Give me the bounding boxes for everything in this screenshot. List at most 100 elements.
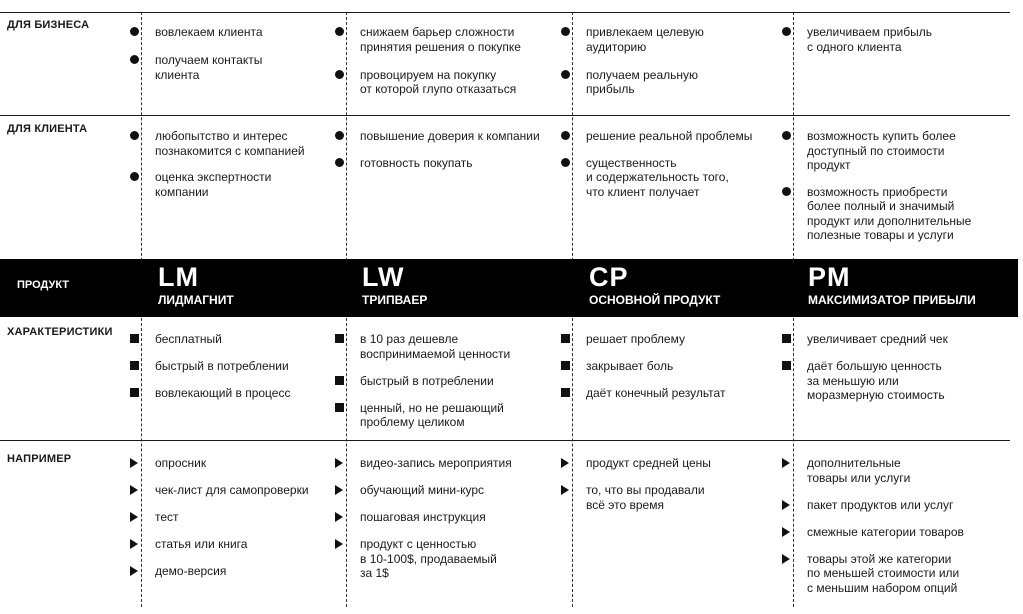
- list-item-text: решает проблему: [586, 332, 685, 346]
- list-item-text: в 10 раз дешевле: [360, 332, 459, 346]
- list-item-text: возможность приобрести: [807, 184, 948, 199]
- row-label-client: ДЛЯ КЛИЕНТА: [7, 123, 88, 135]
- examples-cell-lw: видео-запись мероприятия обучающий мини-к…: [335, 456, 547, 581]
- bullet-square-icon: [335, 375, 344, 385]
- bullet-square-icon: [561, 388, 570, 397]
- bullet-dot-icon: [130, 27, 139, 36]
- list-item: продукт средней цены: [561, 456, 773, 471]
- bullet-triangle-icon: [782, 499, 790, 510]
- bullet-dot-icon: [782, 27, 791, 36]
- list-item-text: тест: [155, 510, 179, 524]
- bullet-dot-icon: [561, 27, 570, 36]
- list-item-text: чек-лист для самопроверки: [155, 483, 309, 497]
- bullet-square-icon: [130, 334, 139, 343]
- product-name-lw: ТРИПВАЕР: [362, 293, 428, 307]
- product-name-lm: ЛИДМАГНИТ: [158, 293, 234, 307]
- list-item-text: получаем контакты: [155, 53, 263, 67]
- features-cell-cp: решает проблему закрывает боль даёт конечн…: [561, 332, 773, 401]
- list-item-text: закрывает боль: [586, 359, 674, 373]
- bullet-triangle-icon: [782, 526, 790, 537]
- list-item-text: возможность купить более: [807, 129, 956, 143]
- bullet-dot-icon: [782, 131, 791, 140]
- list-item-text: оценка экспертности: [155, 170, 272, 184]
- list-item-text: в 10-100$, продаваемый: [360, 551, 497, 566]
- list-item-text: с меньшим набором опций: [807, 580, 958, 595]
- list-item: видео-запись мероприятия: [335, 456, 547, 471]
- bullet-square-icon: [561, 361, 570, 370]
- bullet-dot-icon: [130, 131, 139, 140]
- bullet-dot-icon: [782, 186, 791, 196]
- client-cell-lw: повышение доверия к компании готовность п…: [335, 129, 547, 171]
- list-item: готовность покупать: [335, 156, 547, 171]
- list-item-text: продукт или дополнительные: [807, 213, 972, 228]
- row-label-examples: НАПРИМЕР: [7, 453, 72, 465]
- bullet-dot-icon: [130, 55, 139, 64]
- list-item-text: познакомится с компанией: [155, 143, 305, 158]
- bullet-triangle-icon: [561, 458, 569, 468]
- bullet-triangle-icon: [130, 458, 138, 468]
- list-item: смежные категории товаров: [782, 525, 994, 540]
- list-item: вовлекаем клиента: [130, 25, 342, 40]
- bullet-triangle-icon: [335, 512, 343, 522]
- bullet-dot-icon: [335, 69, 344, 79]
- list-item-text: воспринимаемой ценности: [360, 346, 511, 361]
- list-item-text: даёт конечный результат: [586, 386, 726, 400]
- list-item-text: с одного клиента: [807, 39, 902, 54]
- bullet-triangle-icon: [130, 485, 138, 495]
- bullet-triangle-icon: [782, 553, 790, 564]
- list-item-text: получаем реальную: [586, 67, 698, 82]
- list-item: опросник: [130, 456, 342, 471]
- bullet-square-icon: [782, 361, 791, 370]
- bullet-triangle-icon: [130, 512, 138, 522]
- bullet-triangle-icon: [130, 539, 138, 549]
- list-item-text: доступный по стоимости: [807, 143, 945, 158]
- bullet-square-icon: [782, 334, 791, 343]
- list-item-text: опросник: [155, 456, 207, 470]
- list-item-text: бесплатный: [155, 332, 222, 346]
- list-item-text: и содержательность того,: [586, 170, 729, 184]
- list-item: вовлекающий в процесс: [130, 386, 342, 401]
- list-item-text: любопытство и интерес: [155, 129, 288, 143]
- list-item: тест: [130, 510, 342, 525]
- bullet-dot-icon: [335, 131, 344, 140]
- list-item-text: статья или книга: [155, 537, 248, 551]
- list-item-text: ценный, но не решающий: [360, 400, 504, 415]
- list-item-text: увеличиваем прибыль: [807, 25, 932, 39]
- list-item: закрывает боль: [561, 359, 773, 374]
- product-code-cp: CP: [589, 262, 629, 292]
- list-item: обучающий мини-курс: [335, 483, 547, 498]
- list-item-text: повышение доверия к компании: [360, 129, 540, 143]
- bullet-dot-icon: [335, 27, 344, 36]
- list-item-text: привлекаем целевую: [586, 25, 704, 39]
- bullet-dot-icon: [561, 157, 570, 167]
- list-item: пошаговая инструкция: [335, 510, 547, 525]
- list-item-text: дополнительные: [807, 456, 901, 470]
- list-item-text: принятия решения о покупке: [360, 39, 521, 54]
- list-item: решает проблему: [561, 332, 773, 347]
- list-item-text: моразмерную стоимость: [807, 388, 945, 402]
- list-item: статья или книга: [130, 537, 342, 552]
- divider-business-client: [0, 115, 1010, 116]
- bullet-dot-icon: [130, 172, 139, 181]
- list-item-text: за меньшую или: [807, 373, 899, 388]
- list-item-text: прибыль: [586, 82, 635, 96]
- list-item-text: полезные товары и услуги: [807, 228, 954, 242]
- list-item-text: решение реальной проблемы: [586, 129, 753, 143]
- list-item-text: проблему целиком: [360, 415, 465, 429]
